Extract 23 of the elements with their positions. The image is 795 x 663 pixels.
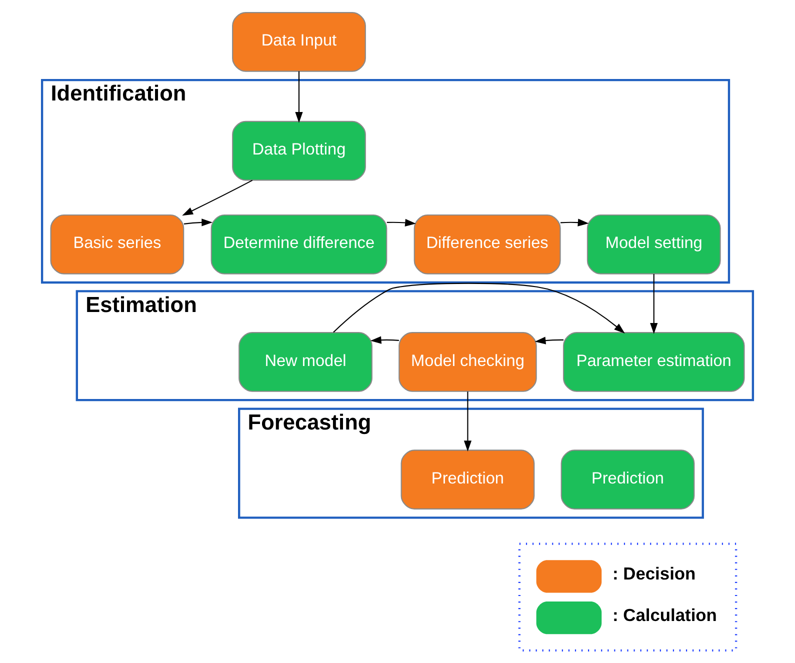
node-box: Prediction: [400, 450, 535, 510]
arrow: [370, 336, 399, 344]
node-box: Model checking: [398, 332, 537, 392]
arrow: [650, 274, 658, 334]
arrow: [182, 180, 253, 216]
arrow: [184, 218, 213, 226]
node-box: Parameter estimation: [562, 332, 745, 392]
node-box: Basic series: [50, 214, 184, 274]
node-box: Difference series: [414, 214, 561, 274]
node-box: Data Plotting: [232, 120, 366, 181]
node-box: Model setting: [586, 214, 721, 274]
node-box: Data Input: [232, 12, 366, 72]
arrow: [386, 218, 416, 227]
node-box: Determine difference: [210, 214, 388, 274]
arrow: [333, 282, 625, 334]
arrow: [560, 218, 589, 226]
arrow: [464, 392, 472, 452]
node-box: New model: [238, 332, 372, 392]
arrow: [534, 336, 564, 344]
node-box: Prediction: [560, 450, 695, 510]
legend-label: : Decision: [612, 563, 696, 584]
legend-label: : Calculation: [612, 604, 717, 625]
arrow: [295, 71, 303, 123]
